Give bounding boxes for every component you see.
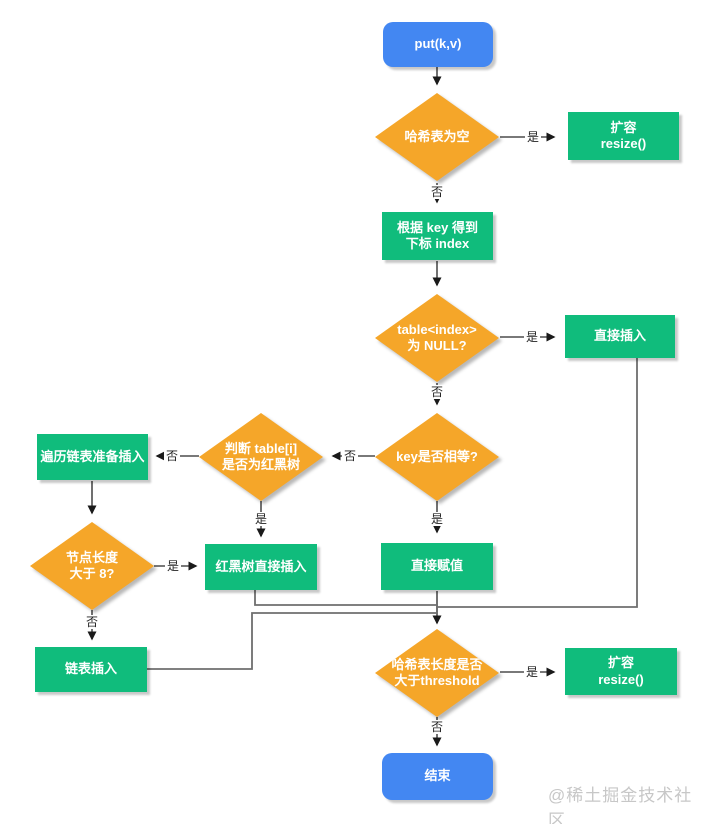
node-is-rbtree: 判断 table[i] 是否为红黑树 (199, 413, 323, 501)
node-rbtree-insert: 红黑树直接插入 (205, 544, 317, 590)
node-len-threshold: 哈希表长度是否 大于threshold (375, 629, 499, 717)
edge-label-no-hashempty: 否 (428, 185, 446, 199)
node-list-insert: 链表插入 (35, 647, 147, 692)
node-end: 结束 (382, 753, 493, 800)
node-end-label: 结束 (424, 768, 451, 784)
edge-label-no-isrbtree: 否 (163, 449, 181, 463)
node-insert-direct: 直接插入 (565, 315, 675, 358)
edge-label-yes-isrbtree: 是 (252, 512, 270, 526)
edge-label-yes-threshold: 是 (523, 665, 541, 679)
edge-label-yes-keyequal: 是 (428, 512, 446, 526)
edge-label-no-tablenull: 否 (428, 385, 446, 399)
edge-label-yes-hashempty: 是 (524, 130, 542, 144)
node-table-null-label: table<index> 为 NULL? (397, 321, 477, 353)
node-resize-top: 扩容 resize() (568, 112, 679, 160)
node-start-label: put(k,v) (414, 36, 462, 52)
key-equal-diamond: key是否相等? (375, 413, 499, 501)
node-key-equal-label: key是否相等? (396, 448, 478, 464)
node-traverse-list-label: 遍历链表准备插入 (40, 448, 145, 464)
node-nodelen-gt8-label: 节点长度 大于 8? (65, 549, 118, 581)
node-nodelen-gt8: 节点长度 大于 8? (30, 522, 154, 610)
edge-listinsert-merge (147, 612, 437, 670)
edge-label-no-threshold: 否 (428, 720, 446, 734)
node-assign-direct: 直接赋值 (381, 543, 493, 590)
edge-label-no-keyequal: 否 (341, 449, 359, 463)
node-traverse-list: 遍历链表准备插入 (37, 434, 148, 480)
juejin-watermark: @稀土掘金技术社区 (548, 786, 693, 824)
node-table-null: table<index> 为 NULL? (375, 294, 499, 382)
table-null-diamond: table<index> 为 NULL? (375, 294, 499, 382)
edge-label-no-nodelen: 否 (83, 615, 101, 629)
node-resize-top-label: 扩容 resize() (600, 119, 647, 151)
edge-label-yes-nodelen: 是 (164, 559, 182, 573)
node-start: put(k,v) (383, 22, 493, 67)
node-compute-index: 根据 key 得到 下标 index (382, 212, 493, 260)
node-key-equal: key是否相等? (375, 413, 499, 501)
edge-rbinsert-merge (254, 590, 437, 606)
node-resize-bottom: 扩容 resize() (565, 648, 677, 695)
node-len-threshold-label: 哈希表长度是否 大于threshold (391, 656, 483, 688)
nodelen-gt8-diamond: 节点长度 大于 8? (30, 522, 154, 610)
node-hash-empty: 哈希表为空 (375, 93, 499, 181)
node-compute-index-label: 根据 key 得到 下标 index (397, 219, 478, 251)
len-threshold-diamond: 哈希表长度是否 大于threshold (375, 629, 499, 717)
node-hash-empty-label: 哈希表为空 (404, 128, 470, 144)
node-rbtree-insert-label: 红黑树直接插入 (215, 558, 307, 574)
node-insert-direct-label: 直接插入 (593, 328, 646, 344)
edge-insertdirect-merge (437, 358, 638, 608)
node-assign-direct-label: 直接赋值 (410, 558, 463, 574)
node-list-insert-label: 链表插入 (64, 661, 117, 677)
hash-empty-diamond: 哈希表为空 (375, 93, 499, 181)
is-rbtree-diamond: 判断 table[i] 是否为红黑树 (199, 413, 323, 501)
node-is-rbtree-label: 判断 table[i] 是否为红黑树 (221, 440, 300, 472)
edge-label-yes-tablenull: 是 (523, 330, 541, 344)
node-resize-bottom-label: 扩容 resize() (598, 655, 644, 687)
